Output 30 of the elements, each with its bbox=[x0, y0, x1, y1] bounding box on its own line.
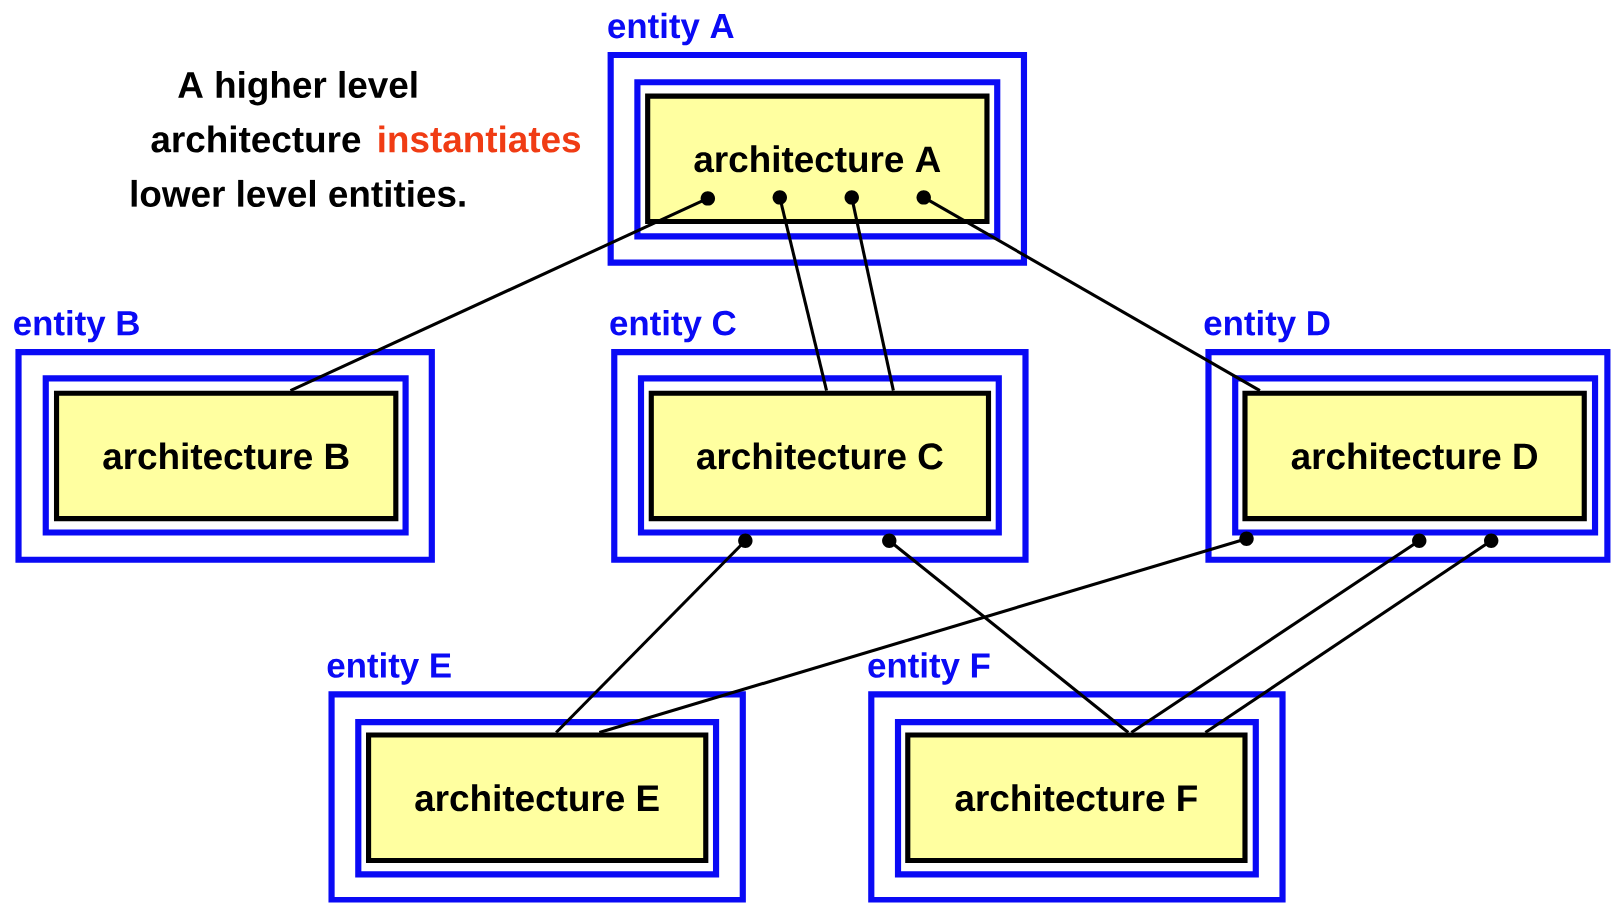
node-label: entity A bbox=[608, 13, 734, 46]
caption-text: architecture bbox=[151, 125, 361, 153]
architecture-box: architecture D bbox=[1242, 390, 1587, 522]
connector-line bbox=[1204, 533, 1499, 734]
inner-box bbox=[355, 719, 720, 878]
connector-line bbox=[598, 531, 1254, 735]
node-label: entity B bbox=[14, 310, 139, 343]
caption-text: A higher level bbox=[178, 71, 417, 106]
node-label: entity F bbox=[868, 652, 990, 685]
node-label: entity C bbox=[610, 310, 736, 343]
connector-line bbox=[882, 533, 1130, 734]
connector-line bbox=[289, 191, 715, 393]
architecture-box: architecture A bbox=[645, 93, 990, 225]
inner-box bbox=[634, 79, 1001, 240]
node-label: entity E bbox=[327, 652, 451, 685]
connector-line bbox=[916, 190, 1261, 393]
architecture-box: architecture F bbox=[905, 732, 1248, 864]
architecture-box: architecture C bbox=[648, 390, 992, 522]
architecture-box: architecture B bbox=[54, 390, 399, 522]
connector-line bbox=[1130, 533, 1427, 734]
connector-line bbox=[772, 190, 829, 392]
node-label: entity D bbox=[1204, 310, 1330, 343]
caption-text: lower level entities. bbox=[131, 180, 465, 208]
inner-box bbox=[42, 375, 409, 536]
architecture-box: architecture E bbox=[366, 732, 709, 864]
inner-box bbox=[637, 375, 1002, 536]
highlighted-word: instantiates bbox=[379, 125, 581, 153]
inner-box bbox=[1232, 375, 1599, 536]
connector-line bbox=[844, 190, 895, 392]
inner-box bbox=[894, 719, 1259, 878]
